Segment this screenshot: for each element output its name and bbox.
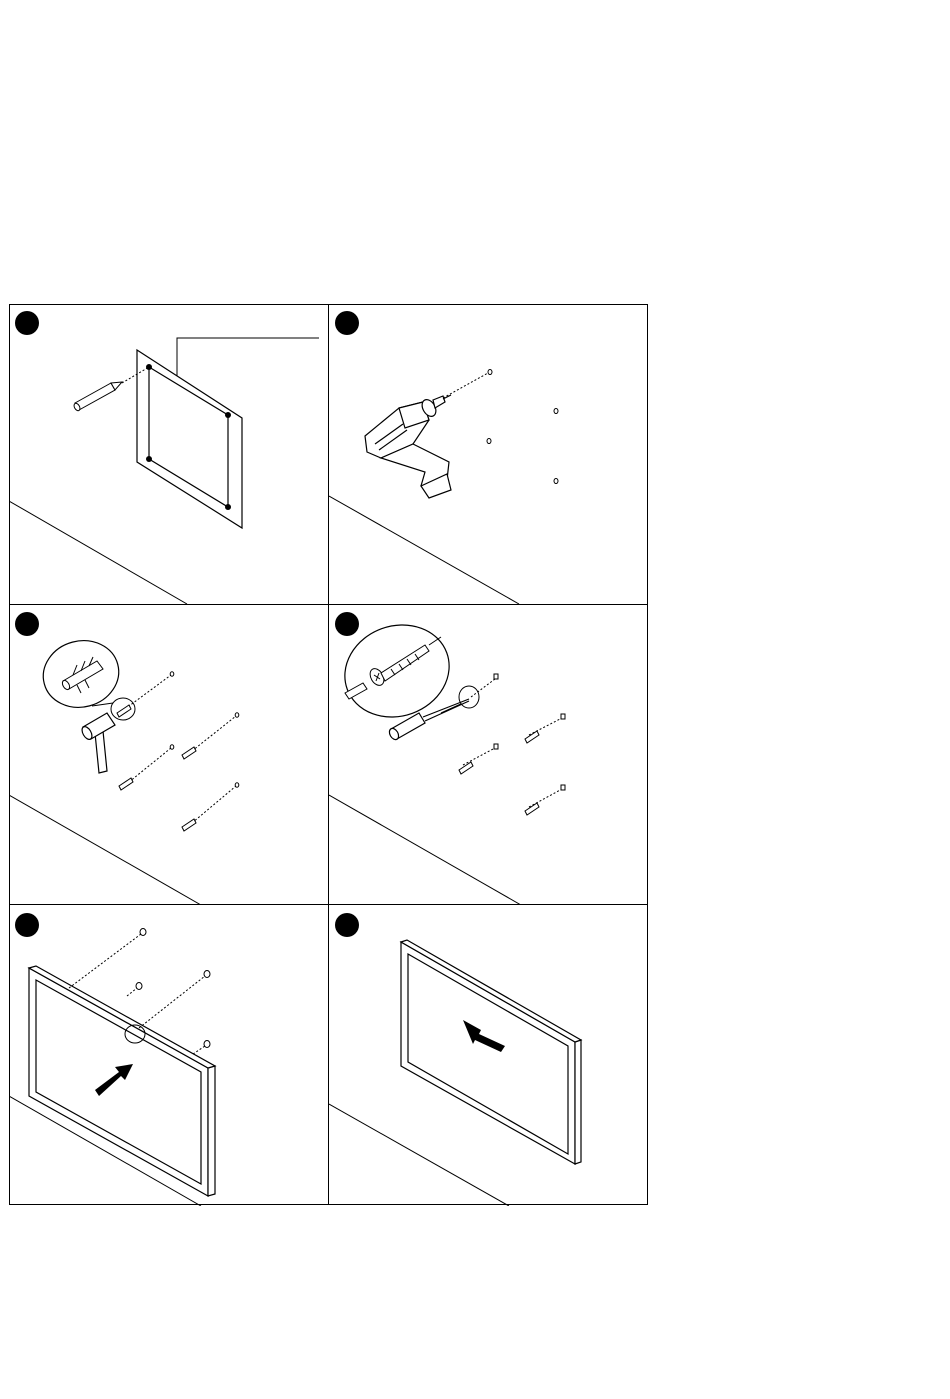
step-3-panel — [9, 605, 328, 905]
paper-template — [137, 350, 242, 528]
pencil-icon — [73, 382, 122, 412]
step-1-panel — [9, 304, 328, 604]
drill-holes — [487, 370, 558, 484]
wall-floor-edge — [329, 496, 519, 604]
plug-set — [117, 672, 239, 831]
step-5-illustration — [9, 906, 328, 1206]
wall-floor-edge — [9, 795, 201, 905]
step-6-badge — [335, 913, 359, 937]
step-6-panel — [329, 906, 648, 1206]
hammer-icon — [80, 713, 115, 773]
step-4-illustration — [329, 605, 648, 905]
step-1-illustration — [9, 304, 328, 604]
mirror-frame — [401, 940, 581, 1164]
step-3-illustration — [9, 605, 328, 905]
instruction-sheet — [9, 304, 648, 1205]
step-5-badge — [15, 913, 39, 937]
wall-floor-edge — [329, 795, 521, 905]
step-2-illustration — [329, 304, 648, 604]
wall-floor-edge — [329, 1104, 509, 1206]
step-5-panel — [9, 906, 328, 1206]
step-2-badge — [335, 311, 359, 335]
step-3-badge — [15, 612, 39, 636]
power-drill-icon — [365, 395, 451, 498]
step-1-badge — [15, 311, 39, 335]
wall-floor-edge — [9, 501, 187, 604]
template-callout-line — [177, 338, 319, 376]
step-2-panel — [329, 304, 648, 604]
step-6-illustration — [329, 906, 648, 1206]
step-4-badge — [335, 612, 359, 636]
step-4-panel — [329, 605, 648, 905]
mirror-frame — [29, 966, 215, 1196]
